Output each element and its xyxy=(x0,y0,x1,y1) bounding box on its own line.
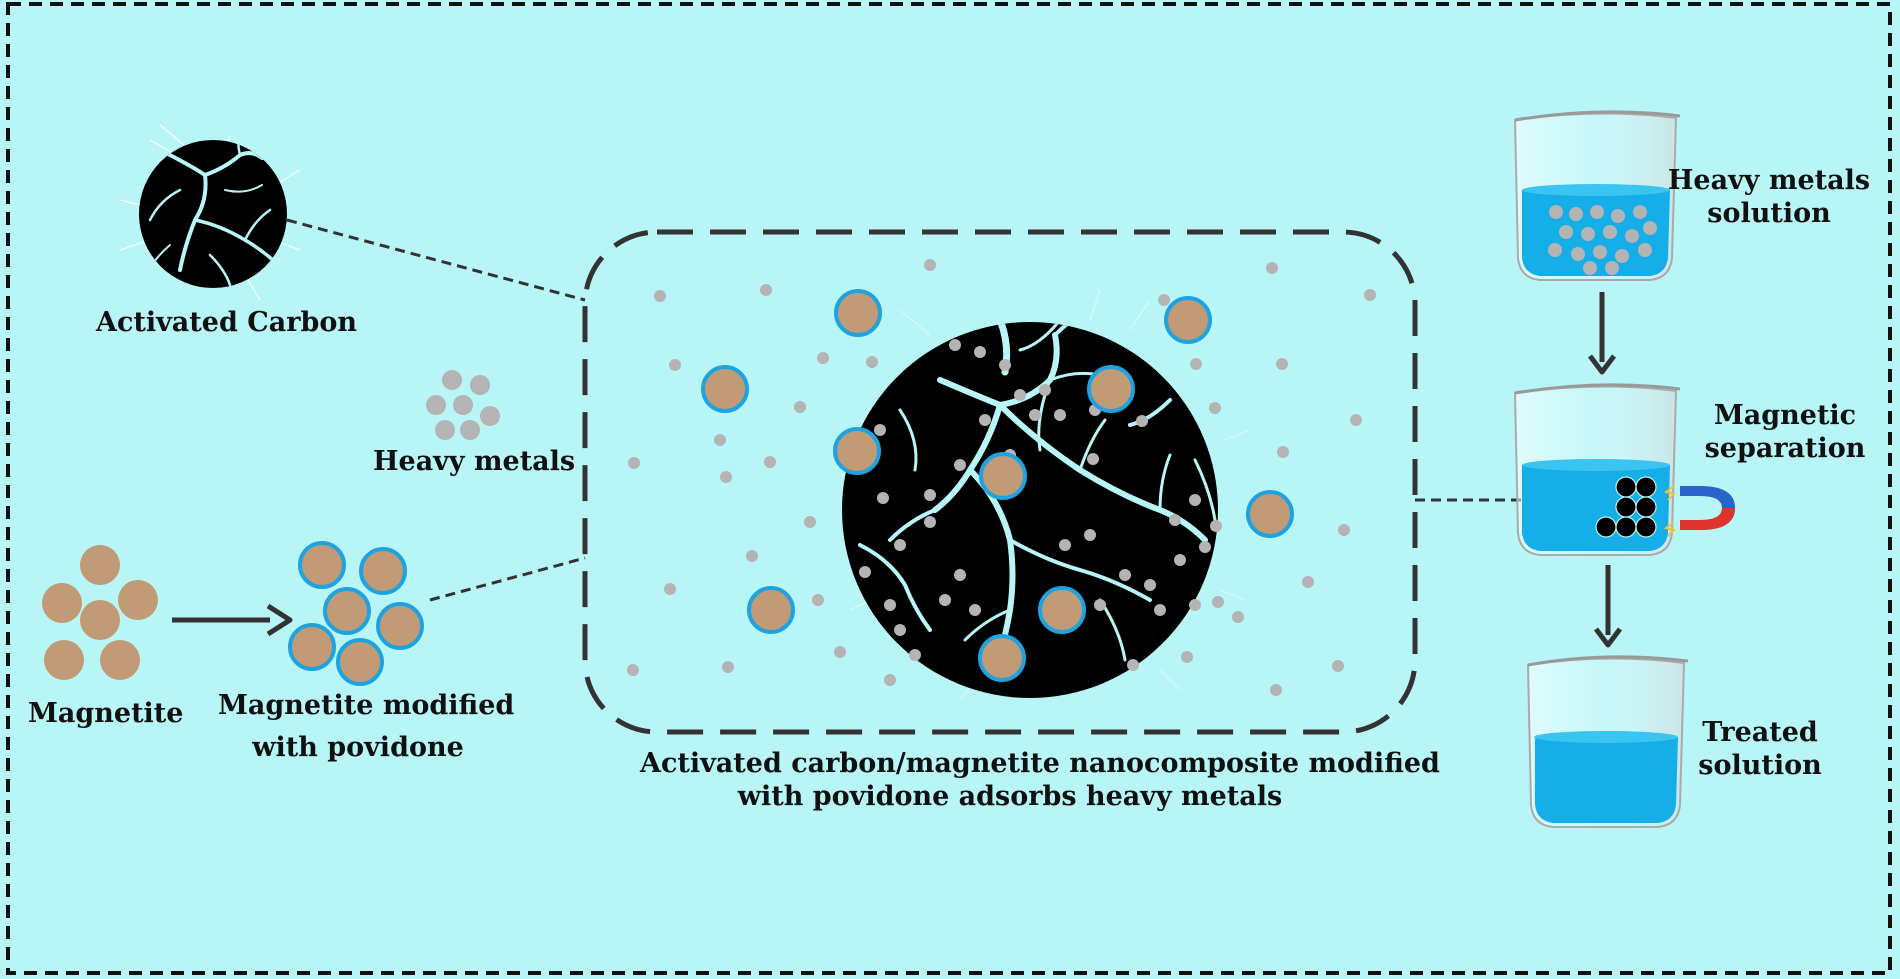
label-activated-carbon: Activated Carbon xyxy=(96,307,357,338)
beaker-treated-solution xyxy=(1526,655,1689,828)
beaker-heavy-metals-solution xyxy=(1513,110,1681,281)
label-magnetite: Magnetite xyxy=(28,698,184,729)
coated-magnetite-particles xyxy=(701,289,1294,682)
label-nanocomposite-line1: Activated carbon/magnetite nanocomposite… xyxy=(640,748,1440,779)
label-magnetite-modified-line1: Magnetite modified xyxy=(218,690,515,721)
magnetite-icon xyxy=(42,545,158,680)
label-heavy-metals-solution: Heavy metals solution xyxy=(1664,165,1874,231)
magnet-icon xyxy=(1663,485,1735,537)
modified-magnetite-icon xyxy=(288,541,424,686)
arrow-to-magnetic-separation xyxy=(1588,292,1616,375)
label-heavy-metals-solution-line1: Heavy metals xyxy=(1667,165,1871,196)
label-treated-solution-line1: Treated xyxy=(1702,717,1818,748)
beaker-magnetic-separation xyxy=(1513,383,1735,556)
label-nanocomposite-line2: with povidone adsorbs heavy metals xyxy=(737,780,1283,812)
label-magnetite-modified-line2: with povidone xyxy=(252,731,464,763)
outer-frame xyxy=(6,2,1892,975)
arrow-magnetite-to-modified xyxy=(172,603,293,637)
activated-carbon-icon xyxy=(119,124,301,301)
heavy-metals-icon xyxy=(426,370,500,440)
label-magnetite-modified: Magnetite modified with povidone xyxy=(218,690,515,765)
label-treated-solution: Treated solution xyxy=(1690,717,1830,783)
nanocomposite-box xyxy=(582,229,1418,735)
nanocomposite-illustration xyxy=(627,259,1376,701)
label-heavy-metals-solution-line2: solution xyxy=(1707,197,1831,229)
label-magnetic-separation-line1: Magnetic xyxy=(1713,400,1857,431)
label-magnetic-separation-line2: separation xyxy=(1704,432,1866,464)
label-heavy-metals: Heavy metals xyxy=(373,446,576,477)
label-nanocomposite: Activated carbon/magnetite nanocomposite… xyxy=(640,748,1440,814)
label-magnetic-separation: Magnetic separation xyxy=(1680,400,1890,466)
label-treated-solution-line2: solution xyxy=(1698,749,1822,781)
arrow-to-treated-solution xyxy=(1594,565,1622,648)
connector-lines xyxy=(286,218,1535,602)
